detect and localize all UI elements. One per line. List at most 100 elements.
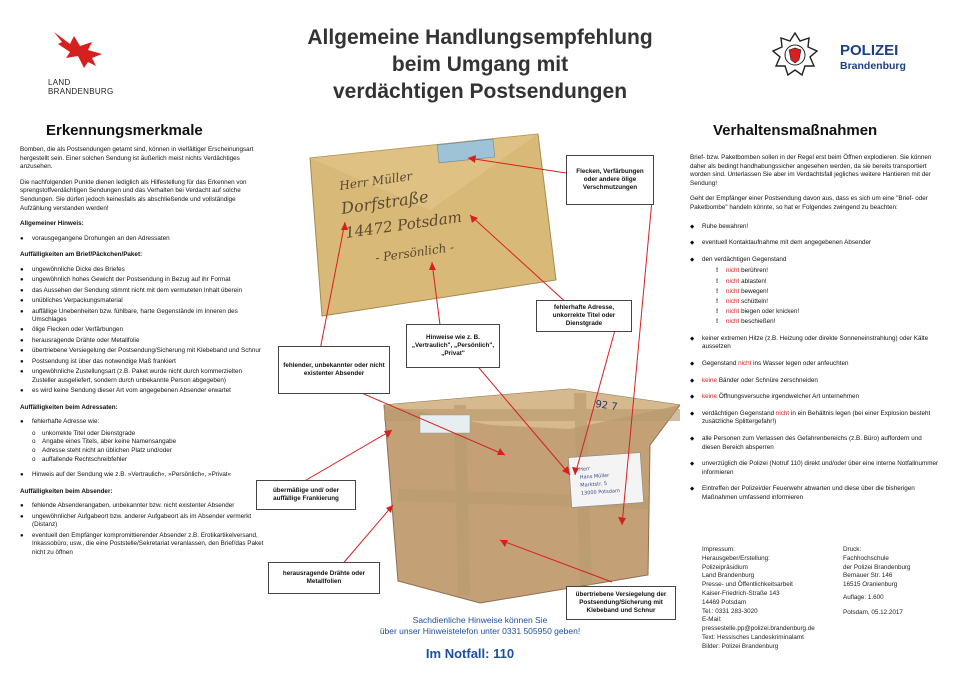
police-logo-line1: POLIZEI bbox=[840, 42, 899, 59]
do-not-item: nicht berühren! bbox=[716, 267, 940, 276]
do-not-text: biegen oder knicken! bbox=[741, 308, 800, 316]
sec-recipient: Auffälligkeiten beim Adressaten: bbox=[20, 403, 118, 411]
measure-water-nicht: nicht bbox=[738, 360, 752, 368]
recipient-list2: Hinweis auf der Sendung wie z.B. »Vertra… bbox=[20, 471, 266, 480]
measure-evacuate-text: alle Personen zum Verlassen des Gefahren… bbox=[702, 435, 922, 451]
measure-container-a: verdächtigen Gegenstand bbox=[702, 409, 775, 417]
general-list: vorausgegangene Drohungen an den Adressa… bbox=[20, 235, 266, 244]
left-intro1: Bomben, die als Postsendungen getarnt si… bbox=[20, 146, 254, 171]
polizei-brandenburg-logo: POLIZEI Brandenburg bbox=[772, 32, 912, 82]
package-label4: 13000 Potsdam bbox=[581, 488, 621, 497]
envelope-photo: Herr Müller Dorfstraße 14472 Potsdam - P… bbox=[309, 133, 557, 317]
sender-list: fehlende Absenderangaben, unbekannter bz… bbox=[20, 502, 266, 557]
page-title: Allgemeine Handlungsempfehlung beim Umga… bbox=[260, 24, 700, 105]
sub-list-item: unkorrekte Titel oder Dienstgrade bbox=[32, 430, 266, 439]
imprint-line: Land Brandenburg bbox=[702, 572, 755, 580]
measure-water-b: ins Wasser legen oder anfeuchten bbox=[753, 360, 849, 368]
imprint-line: Herausgeber/Erstellung: bbox=[702, 554, 770, 562]
callout-address: fehlerhafte Adresse, unkorrekte Titel od… bbox=[536, 300, 632, 332]
police-star-icon bbox=[772, 32, 818, 77]
list-item: unübliches Verpackungsmaterial bbox=[20, 297, 266, 306]
letter-list: ungewöhnliche Dicke des Briefesungewöhnl… bbox=[20, 266, 266, 396]
imprint-line: Polizeipräsidium bbox=[702, 563, 748, 571]
sec-general: Allgemeiner Hinweis: bbox=[20, 220, 84, 228]
do-not-item: nicht schütteln! bbox=[716, 298, 940, 307]
recipient-sublist: unkorrekte Titel oder DienstgradeAngabe … bbox=[32, 430, 266, 464]
do-not-keyword: nicht bbox=[726, 267, 742, 275]
list-item: herausragende Drähte oder Metallfolie bbox=[20, 337, 266, 346]
left-column: Bomben, die als Postsendungen getarnt si… bbox=[20, 146, 266, 566]
list-item: eventuell den Empfänger kompromittierend… bbox=[20, 532, 266, 558]
list-item: Postsendung ist über das notwendige Maß … bbox=[20, 358, 266, 367]
callout-postage: übermäßige und/ oder auffällige Frankier… bbox=[256, 480, 356, 510]
callout-wires: herausragende Drähte oder Metallfolien bbox=[268, 562, 380, 594]
measure-heat-text: keiner extremen Hitze (z.B. Heizung oder… bbox=[702, 334, 929, 351]
sub-list-item: Angabe eines Titels, aber keine Namensan… bbox=[32, 438, 266, 447]
stamps bbox=[436, 138, 496, 164]
right-intro1: Brief- bzw. Paketbomben sollen in der Re… bbox=[690, 154, 932, 187]
list-item: ungewöhnlicher Aufgabeort bzw. anderer A… bbox=[20, 513, 266, 530]
list-item: es wird keine Sendung dieser Art vom ang… bbox=[20, 387, 266, 396]
measure-wait: Eintreffen der Polizei/der Feuerwehr abw… bbox=[690, 485, 940, 502]
land-logo-line2: BRANDENBURG bbox=[48, 87, 114, 96]
do-not-item: nicht bewegen! bbox=[716, 288, 940, 297]
measure-police-text: unverzüglich die Polizei (Notruf 110) di… bbox=[702, 460, 939, 476]
title-line1: Allgemeine Handlungsempfehlung bbox=[307, 26, 653, 49]
measure-open-text: Öffnungsversuche irgendwelcher Art unter… bbox=[718, 393, 860, 401]
left-intro2: Die nachfolgenden Punkte dienen lediglic… bbox=[20, 178, 247, 212]
sub-list-item: auffallende Rechtschreibfehler bbox=[32, 456, 266, 465]
imprint-line: 14469 Potsdam bbox=[702, 598, 747, 606]
list-item: auffällige Unebenheiten bzw. fühlbare, h… bbox=[20, 308, 266, 325]
list-item: Hinweis auf der Sendung wie z.B. »Vertra… bbox=[20, 471, 266, 480]
do-not-text: schütteln! bbox=[741, 297, 769, 305]
do-not-item: nicht biegen oder knicken! bbox=[716, 308, 940, 317]
imprint-line: Potsdam, 05.12.2017 bbox=[843, 608, 903, 616]
package-marking: 92 7 bbox=[595, 399, 619, 413]
hint-line2: über unser Hinweistelefon unter 0331 505… bbox=[379, 626, 581, 636]
land-brandenburg-logo: LAND BRANDENBURG bbox=[42, 28, 122, 98]
callout-labels: Hinweise wie z. B. „Vertraulich", „Persö… bbox=[406, 324, 500, 368]
list-item: fehlerhafte Adresse wie: bbox=[20, 418, 266, 427]
measure-cords-text: Bänder oder Schnüre zerschneiden bbox=[718, 376, 818, 384]
sub-list-item: Adresse steht nicht an üblichen Platz un… bbox=[32, 447, 266, 456]
measure-heat: keiner extremen Hitze (z.B. Heizung oder… bbox=[690, 335, 940, 352]
imprint-line: Impressum: bbox=[702, 546, 735, 553]
package-label1: Herr bbox=[579, 466, 591, 473]
imprint-line: Presse- und Öffentlichkeitsarbeit bbox=[702, 581, 793, 589]
measure-object: den verdächtigen Gegenstand nicht berühr… bbox=[690, 256, 940, 327]
imprint-line: E-Mail: bbox=[702, 616, 722, 624]
measure-cords-keine: keine bbox=[702, 376, 718, 384]
list-item: fehlende Absenderangaben, unbekannter bz… bbox=[20, 502, 266, 511]
do-not-keyword: nicht bbox=[726, 277, 742, 285]
hint-text: Sachdienliche Hinweise können Sie über u… bbox=[340, 615, 620, 637]
list-item: übertriebene Versiegelung der Postsendun… bbox=[20, 347, 266, 356]
measure-container-nicht: nicht bbox=[775, 409, 790, 417]
do-not-text: beschießen! bbox=[741, 318, 776, 326]
package-stamps bbox=[419, 414, 471, 434]
sec-sender: Auffälligkeiten beim Absender: bbox=[20, 487, 113, 495]
measure-open: keine Öffnungsversuche irgendwelcher Art… bbox=[690, 393, 940, 402]
list-item: vorausgegangene Drohungen an den Adressa… bbox=[20, 235, 266, 244]
measure-open-keine: keine bbox=[702, 393, 718, 401]
callout-sealing: übertriebene Versiegelung der Postsendun… bbox=[566, 586, 676, 620]
package-label2: Hans Müller bbox=[580, 473, 611, 481]
list-item: das Aussehen der Sendung stimmt nicht mi… bbox=[20, 287, 266, 296]
list-item: ungewöhnlich hohes Gewicht der Postsendu… bbox=[20, 276, 266, 285]
right-column: Brief- bzw. Paketbomben sollen in der Re… bbox=[690, 154, 940, 511]
imprint-line: Auflage: 1.600 bbox=[843, 593, 884, 601]
imprint-line: 16515 Oranienburg bbox=[843, 581, 898, 589]
measure-wait-text: Eintreffen der Polizei/der Feuerwehr abw… bbox=[702, 485, 915, 501]
measure-police: unverzüglich die Polizei (Notruf 110) di… bbox=[690, 460, 940, 477]
imprint-line: Tel.: 0331 283-3020 bbox=[702, 607, 758, 615]
imprint-line: Kaiser-Friedrich-Straße 143 bbox=[702, 589, 780, 597]
measure-contact-text: eventuell Kontaktaufnahme mit dem angege… bbox=[702, 239, 872, 247]
do-not-item: nicht beschießen! bbox=[716, 318, 940, 327]
police-logo-line2: Brandenburg bbox=[840, 60, 906, 72]
measure-contact: eventuell Kontaktaufnahme mit dem angege… bbox=[690, 239, 940, 248]
measure-calm: Ruhe bewahren! bbox=[690, 223, 940, 232]
measure-evacuate: alle Personen zum Verlassen des Gefahren… bbox=[690, 435, 940, 452]
measure-water-a: Gegenstand bbox=[702, 360, 737, 368]
right-intro2: Geht der Empfänger einer Postsendung dav… bbox=[690, 195, 928, 211]
measure-cords: keine Bänder oder Schnüre zerschneiden bbox=[690, 377, 940, 386]
right-heading: Verhaltensmaßnahmen bbox=[713, 122, 878, 139]
